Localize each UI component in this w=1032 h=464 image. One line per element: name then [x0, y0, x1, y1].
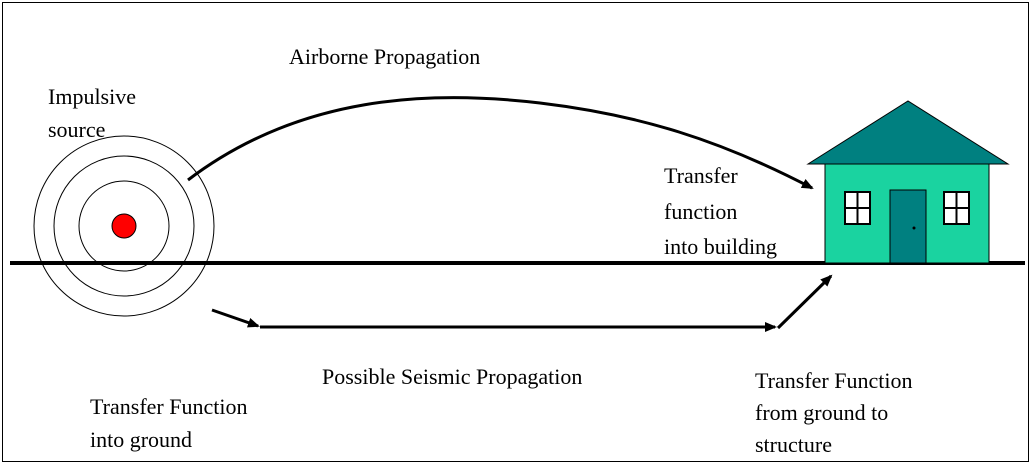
- window-right: [943, 191, 970, 225]
- source-dot: [111, 213, 137, 239]
- label-into-building: into building: [664, 234, 777, 259]
- label-source: source: [48, 117, 105, 142]
- structure-entry-arrow: [776, 274, 833, 330]
- door: [889, 189, 927, 264]
- label-tf-struct-3: structure: [755, 432, 832, 457]
- label-impulsive: Impulsive: [48, 84, 136, 109]
- impulse-source-rings: [33, 135, 215, 317]
- label-seismic: Possible Seismic Propagation: [322, 364, 582, 389]
- ground-entry-arrow: [211, 308, 260, 328]
- label-tf-struct-1: Transfer Function: [755, 368, 912, 393]
- house-icon: [806, 100, 1010, 264]
- door-knob: [912, 226, 916, 230]
- label-tf-ground-1: Transfer Function: [90, 394, 247, 419]
- airborne-arrow: [187, 96, 814, 190]
- label-tf-struct-2: from ground to: [755, 400, 888, 425]
- label-transfer: Transfer: [664, 163, 738, 188]
- roof: [806, 100, 1010, 165]
- label-function: function: [664, 199, 737, 224]
- label-tf-ground-2: into ground: [90, 427, 192, 452]
- label-airborne: Airborne Propagation: [289, 44, 480, 69]
- window-left: [844, 191, 871, 225]
